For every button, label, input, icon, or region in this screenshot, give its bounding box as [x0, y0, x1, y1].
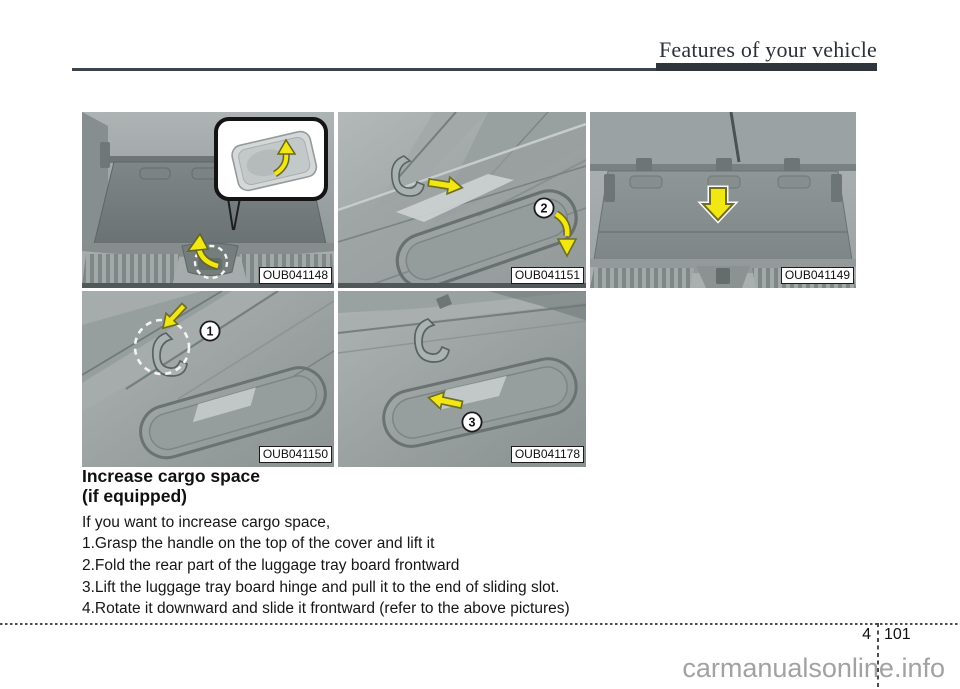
- hinge-hook: [413, 318, 450, 363]
- figure-board-folded-down: OUB041149: [590, 112, 856, 288]
- svg-text:1: 1: [207, 325, 214, 339]
- figure-code-label: OUB041149: [780, 267, 854, 284]
- fig2-illustration: 2: [338, 112, 586, 288]
- step-2-text: 2.Fold the rear part of the luggage tray…: [82, 556, 460, 574]
- step-2-badge: 2: [533, 197, 555, 219]
- section-intro: If you want to increase cargo space,: [82, 514, 331, 531]
- page-header-title: Features of your vehicle: [658, 37, 877, 62]
- header-rule-thick: [656, 63, 877, 71]
- fig3-illustration: [590, 112, 856, 288]
- hinge-focus-dashed-circle: [133, 318, 191, 376]
- slide-left-arrow-icon: [426, 390, 464, 411]
- page-number: 101: [884, 626, 911, 643]
- hinge-hook: [390, 155, 425, 197]
- cover-callout-inset: [214, 117, 328, 201]
- callout-lift-curved-arrow-icon: [273, 138, 297, 177]
- fig4-illustration: 1: [82, 291, 334, 467]
- slide-right-arrow-icon: [427, 175, 464, 196]
- handle-focus-dashed-circle: [193, 244, 229, 280]
- instruction-section: Increase cargo space (if equipped) If yo…: [82, 466, 662, 620]
- press-down-arrow-icon: [697, 185, 739, 224]
- lift-curved-arrow-icon: [186, 232, 220, 270]
- svg-text:3: 3: [469, 416, 476, 430]
- hinge-hook: [151, 332, 188, 377]
- footer-dashed-divider: [877, 623, 879, 689]
- footer-dashed-rule: [0, 623, 960, 625]
- figure-code-label: OUB041150: [258, 446, 332, 463]
- svg-text:2: 2: [541, 202, 548, 216]
- figure-fold-board-step2: 2 OUB041151: [338, 112, 586, 288]
- figure-code-label: OUB041178: [510, 446, 584, 463]
- fig5-illustration: 3: [338, 291, 586, 467]
- header-rule-thin: [72, 68, 658, 71]
- press-down-left-arrow-icon: [161, 302, 188, 330]
- step-1-badge: 1: [199, 320, 221, 342]
- section-heading-line1: Increase cargo space: [82, 466, 261, 486]
- section-heading-line2: (if equipped): [82, 485, 187, 506]
- step-1-text: 1.Grasp the handle on the top of the cov…: [82, 535, 435, 552]
- figure-code-label: OUB041148: [258, 267, 332, 284]
- step-4-text: 4.Rotate it downward and slide it frontw…: [82, 600, 570, 618]
- fig1-illustration: [82, 112, 334, 288]
- figure-slide-slot-step3: 3 OUB041178: [338, 291, 586, 467]
- watermark-text: carmanualsonline.info: [682, 653, 945, 683]
- step-3-badge: 3: [461, 411, 483, 433]
- figure-hinge-step1: 1 OUB041150: [82, 291, 334, 467]
- chapter-number: 4: [862, 626, 871, 643]
- figure-cargo-cover-overview: OUB041148: [82, 112, 334, 288]
- step-3-text: 3.Lift the luggage tray board hinge and …: [82, 578, 560, 596]
- figure-code-label: OUB041151: [510, 267, 584, 284]
- fold-down-curved-arrow-icon: [553, 210, 578, 258]
